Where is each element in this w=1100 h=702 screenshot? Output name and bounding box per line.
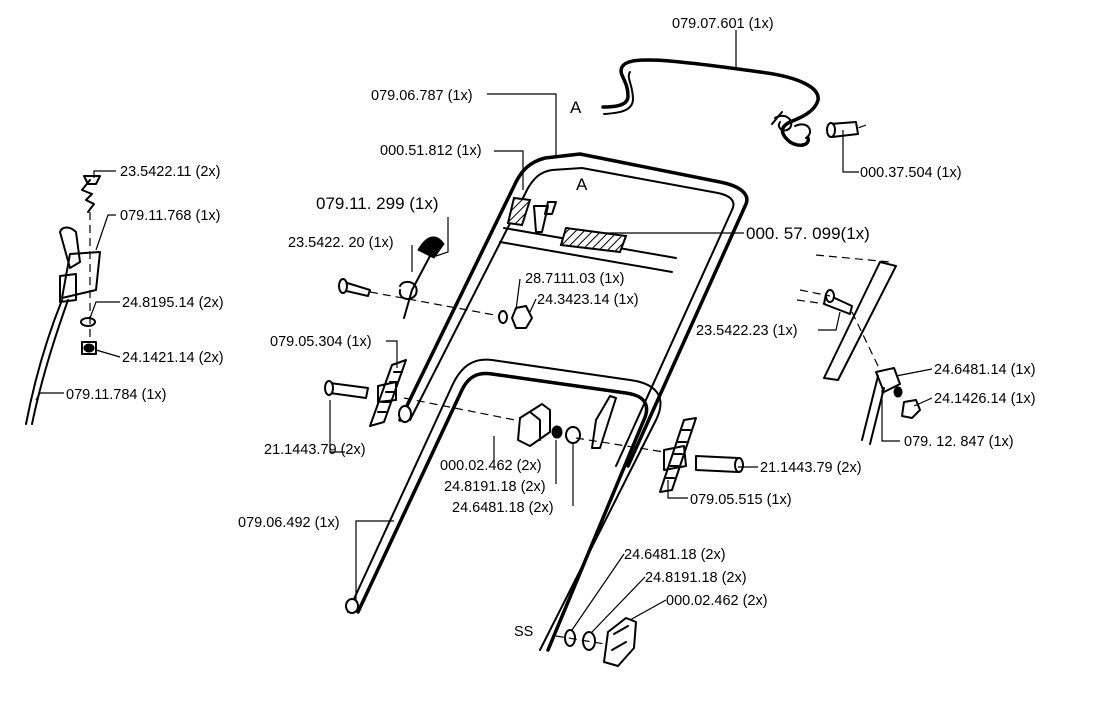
- label-bracket-079-12-847: 079. 12. 847 (1x): [904, 434, 1014, 450]
- label-bolt-left: 21.1443.79 (2x): [264, 442, 366, 458]
- part-labels: 079.07.601 (1x) A 079.06.787 (1x) A 000.…: [66, 16, 1036, 640]
- label-washer-24-6481-bottom: 24.6481.18 (2x): [624, 547, 726, 563]
- label-bracket-079-05-304: 079.05.304 (1x): [270, 334, 372, 350]
- screw-23-5422-20-part: [338, 278, 371, 297]
- label-washer-24-8191-bottom: 24.8191.18 (2x): [645, 570, 747, 586]
- label-screw-23-5422-11: 23.5422.11 (2x): [120, 164, 221, 180]
- screw-000-37-504-part: [826, 121, 859, 138]
- label-sticker: 000. 57. 099(1x): [746, 224, 870, 243]
- bracket-079-05-515-part: [659, 417, 744, 493]
- label-screw-upper-right: 000.37.504 (1x): [860, 165, 962, 181]
- label-part-287111: 28.7111.03 (1x): [525, 271, 624, 287]
- left-control-lever-part: [25, 175, 101, 425]
- upper-handle-part: [601, 58, 820, 147]
- label-nut-24-1421-14: 24.1421.14 (2x): [122, 350, 224, 366]
- assembly-lines: [89, 124, 891, 645]
- washer-nut-center-part: [498, 305, 533, 329]
- label-screw-23-5422-23: 23.5422.23 (1x): [696, 323, 798, 339]
- label-marker-a-left: A: [570, 98, 582, 117]
- label-nut-24-1426-14: 24.1426.14 (1x): [934, 391, 1036, 407]
- leader-lines: [35, 30, 933, 633]
- label-bolt-right: 21.1443.79 (2x): [760, 460, 862, 476]
- label-marker-a-right: A: [576, 175, 588, 194]
- label-lever-assembly: 079.11. 299 (1x): [316, 194, 439, 213]
- middle-handle-part: [398, 152, 749, 468]
- label-handle-lower: 079.06.492 (1x): [238, 515, 340, 531]
- label-marker-ss: SS: [514, 624, 533, 640]
- knob-washers-bottom-part: [564, 617, 637, 667]
- bracket-079-05-304-part: [324, 359, 407, 427]
- label-cover-plate: 000.51.812 (1x): [380, 143, 482, 159]
- label-knob-bottom: 000.02.462 (2x): [666, 593, 768, 609]
- label-cable-079-11-784: 079.11.784 (1x): [66, 387, 167, 403]
- label-washer-24-8195-14: 24.8195.14 (2x): [122, 295, 224, 311]
- label-nut-243423: 24.3423.14 (1x): [537, 292, 639, 308]
- knob-washers-center-part: [517, 403, 581, 447]
- label-handle-middle: 079.06.787 (1x): [371, 88, 473, 104]
- label-lever-079-11-768: 079.11.768 (1x): [120, 208, 221, 224]
- label-washer-24-6481-left: 24.6481.18 (2x): [452, 500, 554, 516]
- label-knob-left: 000.02.462 (2x): [440, 458, 542, 474]
- label-screw-lever: 23.5422. 20 (1x): [288, 235, 394, 251]
- label-bracket-079-05-515: 079.05.515 (1x): [690, 492, 792, 508]
- lever-assembly-part: [398, 236, 445, 319]
- lower-handle-part: [345, 358, 662, 652]
- label-handle-upper: 079.07.601 (1x): [672, 16, 774, 32]
- label-washer-24-6481-14: 24.6481.14 (1x): [934, 362, 1036, 378]
- label-washer-24-8191-left: 24.8191.18 (2x): [444, 479, 546, 495]
